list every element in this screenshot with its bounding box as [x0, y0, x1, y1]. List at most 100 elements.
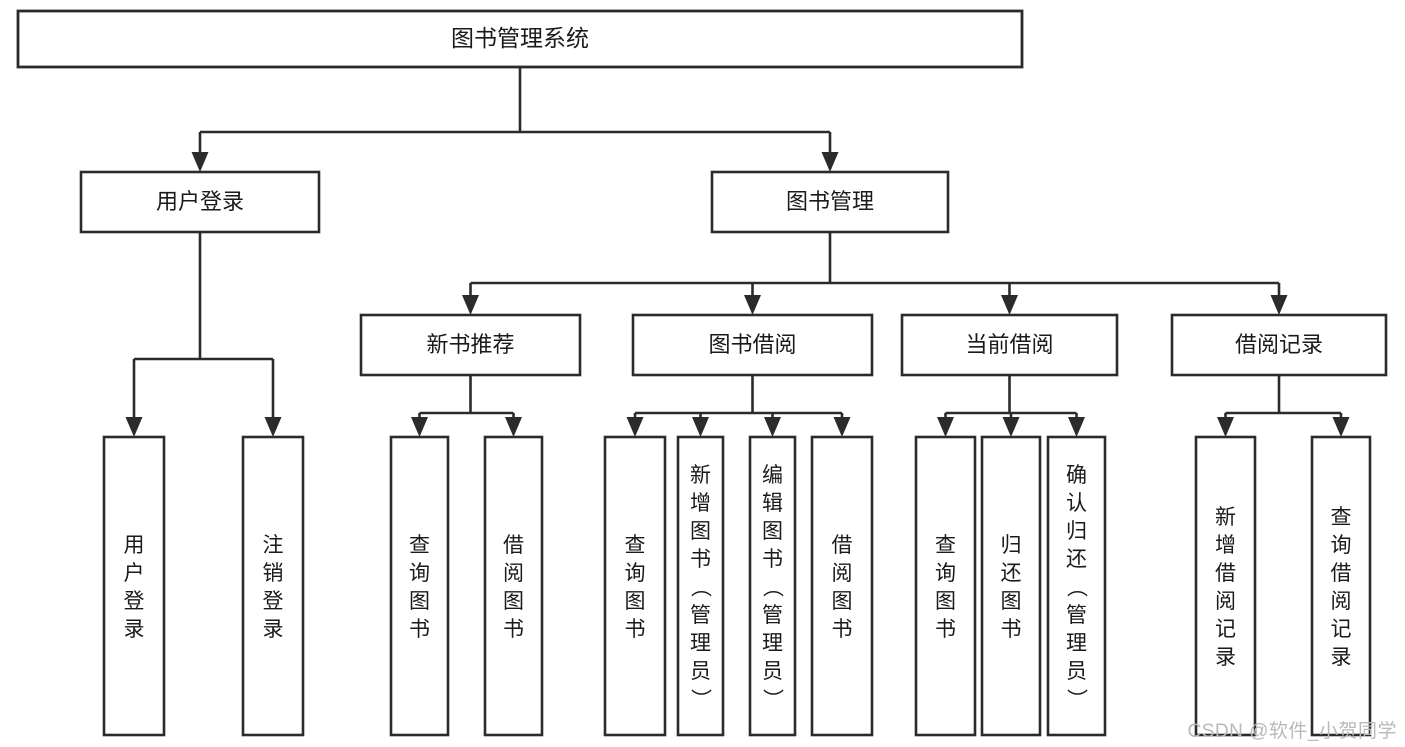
node-label-char: 图 — [690, 520, 711, 543]
node-label-char: 图 — [762, 520, 783, 543]
node-label-char: 新 — [690, 464, 711, 487]
node-label-char: 书 — [935, 618, 956, 641]
node-label-char: 借 — [1331, 562, 1352, 585]
arrow-head-icon — [1270, 295, 1288, 315]
node-label: 图书管理系统 — [451, 25, 589, 51]
node-label-char: （ — [1065, 576, 1088, 597]
node-bookmgmt[interactable]: 图书管理 — [710, 170, 950, 234]
node-label-char: ） — [761, 688, 784, 709]
node-box — [483, 435, 544, 737]
node-label-char: 询 — [935, 562, 956, 585]
node-label-char: 查 — [625, 534, 646, 557]
node-login[interactable]: 用户登录 — [79, 170, 321, 234]
node-label-char: 书 — [690, 548, 711, 571]
node-box — [359, 313, 582, 377]
node-label-char: 辑 — [762, 492, 783, 515]
node-box — [748, 435, 797, 737]
node-box — [389, 435, 450, 737]
node-label-char: 注 — [263, 534, 284, 557]
node-label-char: 书 — [409, 618, 430, 641]
node-label-char: ） — [689, 688, 712, 709]
connector-group-root — [191, 67, 839, 172]
node-label-char: 查 — [935, 534, 956, 557]
node-label-char: 录 — [1331, 646, 1352, 669]
node-box — [1310, 435, 1372, 737]
connector-group-current — [937, 375, 1085, 437]
node-label-char: 还 — [1066, 548, 1087, 571]
node-label-char: 户 — [124, 562, 145, 585]
connector-layer — [125, 67, 1350, 437]
node-current[interactable]: 当前借阅 — [900, 313, 1119, 377]
node-label-char: 录 — [263, 618, 284, 641]
node-label-char: 图 — [409, 590, 430, 613]
node-label-char: 理 — [762, 632, 783, 655]
node-label-char: 图 — [935, 590, 956, 613]
node-box — [102, 435, 166, 737]
node-box — [980, 435, 1042, 737]
node-label-char: 图 — [1001, 590, 1022, 613]
connector-group-record — [1217, 375, 1350, 437]
node-newbook[interactable]: 新书推荐 — [359, 313, 582, 377]
node-label-char: 归 — [1001, 534, 1022, 557]
node-label-char: 管 — [762, 604, 783, 627]
node-leaf-login-1[interactable]: 用户登录 — [102, 435, 166, 737]
node-box — [810, 435, 874, 737]
node-box — [710, 170, 950, 234]
node-borrow[interactable]: 图书借阅 — [631, 313, 874, 377]
arrow-head-icon — [411, 417, 428, 437]
node-box — [914, 435, 977, 737]
node-label-char: 查 — [409, 534, 430, 557]
node-label-char: 图 — [503, 590, 524, 613]
node-box — [603, 435, 667, 737]
node-label-char: 管 — [1066, 604, 1087, 627]
node-label-char: 归 — [1066, 520, 1087, 543]
node-label-char: 登 — [263, 590, 284, 613]
node-label-char: 编 — [762, 464, 783, 487]
node-label-char: 录 — [124, 618, 145, 641]
node-label-char: 确 — [1066, 464, 1087, 487]
node-label: 图书借阅 — [708, 332, 796, 357]
node-label-char: 认 — [1066, 492, 1087, 515]
node-box — [79, 170, 321, 234]
node-box — [1170, 313, 1388, 377]
node-label-char: 书 — [762, 548, 783, 571]
node-label-char: 阅 — [503, 562, 524, 585]
node-box — [241, 435, 305, 737]
node-label-char: 图 — [832, 590, 853, 613]
node-label: 新书推荐 — [426, 332, 514, 357]
arrow-head-icon — [1068, 417, 1085, 437]
node-label-char: 记 — [1331, 618, 1352, 641]
node-label-char: 阅 — [832, 562, 853, 585]
node-record[interactable]: 借阅记录 — [1170, 313, 1388, 377]
node-label-char: 员 — [1066, 660, 1087, 683]
connector-group-borrow — [626, 375, 851, 437]
node-label: 当前借阅 — [965, 332, 1053, 357]
arrow-head-icon — [264, 417, 282, 437]
arrow-head-icon — [937, 417, 954, 437]
node-box — [676, 435, 725, 737]
node-label-char: 图 — [625, 590, 646, 613]
node-label-char: 查 — [1331, 506, 1352, 529]
node-label-char: 登 — [124, 590, 145, 613]
node-root[interactable]: 图书管理系统 — [16, 9, 1024, 69]
node-label-char: 增 — [690, 492, 711, 515]
node-label-char: 阅 — [1215, 590, 1236, 613]
node-label-char: 增 — [1215, 534, 1236, 557]
arrow-head-icon — [505, 417, 522, 437]
node-label-char: 借 — [832, 534, 853, 557]
node-box — [1194, 435, 1257, 737]
